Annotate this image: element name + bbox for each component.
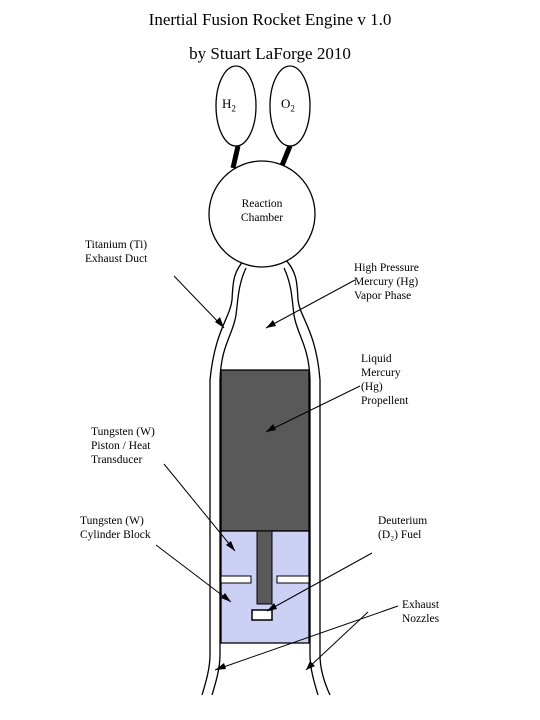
pointer-piston — [163, 463, 236, 552]
deuterium-fuel-label: Deuterium(D₂) Fuel — [378, 515, 428, 541]
pointer-vapor — [265, 279, 356, 329]
arrowhead-nozzle-left — [215, 663, 226, 670]
arrowhead-piston — [226, 541, 235, 551]
engine-inner-wall — [211, 267, 319, 696]
pointer-cylinder — [155, 544, 232, 603]
deuterium-pellet — [251, 609, 273, 621]
h2-label: H2 — [222, 96, 236, 114]
h2-connector — [230, 145, 241, 169]
arrowhead-titanium — [215, 317, 224, 328]
h2-tank — [215, 65, 257, 147]
channel-right — [276, 575, 310, 584]
pointer-nozzle-right — [305, 611, 369, 671]
pointer-lines — [155, 275, 399, 671]
pointer-titanium — [173, 275, 225, 329]
pointer-nozzle-left — [214, 605, 399, 671]
diagram-byline: by Stuart LaForge 2010 — [189, 44, 351, 63]
titanium-duct-label: Titanium (Ti)Exhaust Duct — [85, 239, 148, 265]
arrowhead-liquid — [266, 424, 276, 432]
engine-outer-wall — [201, 257, 331, 696]
pointer-deuterium — [266, 552, 373, 612]
o2-label: O2 — [281, 96, 295, 114]
arrowhead-cylinder — [221, 593, 231, 602]
pointer-arrowheads — [215, 317, 315, 670]
reaction-chamber — [208, 160, 316, 268]
o2-connector — [278, 145, 293, 169]
channel-left — [220, 575, 252, 584]
liquid-mercury — [220, 369, 310, 532]
arrowhead-deuterium — [267, 603, 277, 611]
pointer-liquid — [265, 385, 361, 433]
diagram-title: Inertial Fusion Rocket Engine v 1.0 — [148, 10, 392, 29]
arrowhead-nozzle-right — [306, 661, 315, 670]
cylinder-block-label: Tungsten (W)Cylinder Block — [80, 515, 151, 541]
o2-tank — [269, 65, 311, 147]
arrowhead-vapor — [266, 320, 276, 328]
piston-stem — [256, 530, 273, 605]
